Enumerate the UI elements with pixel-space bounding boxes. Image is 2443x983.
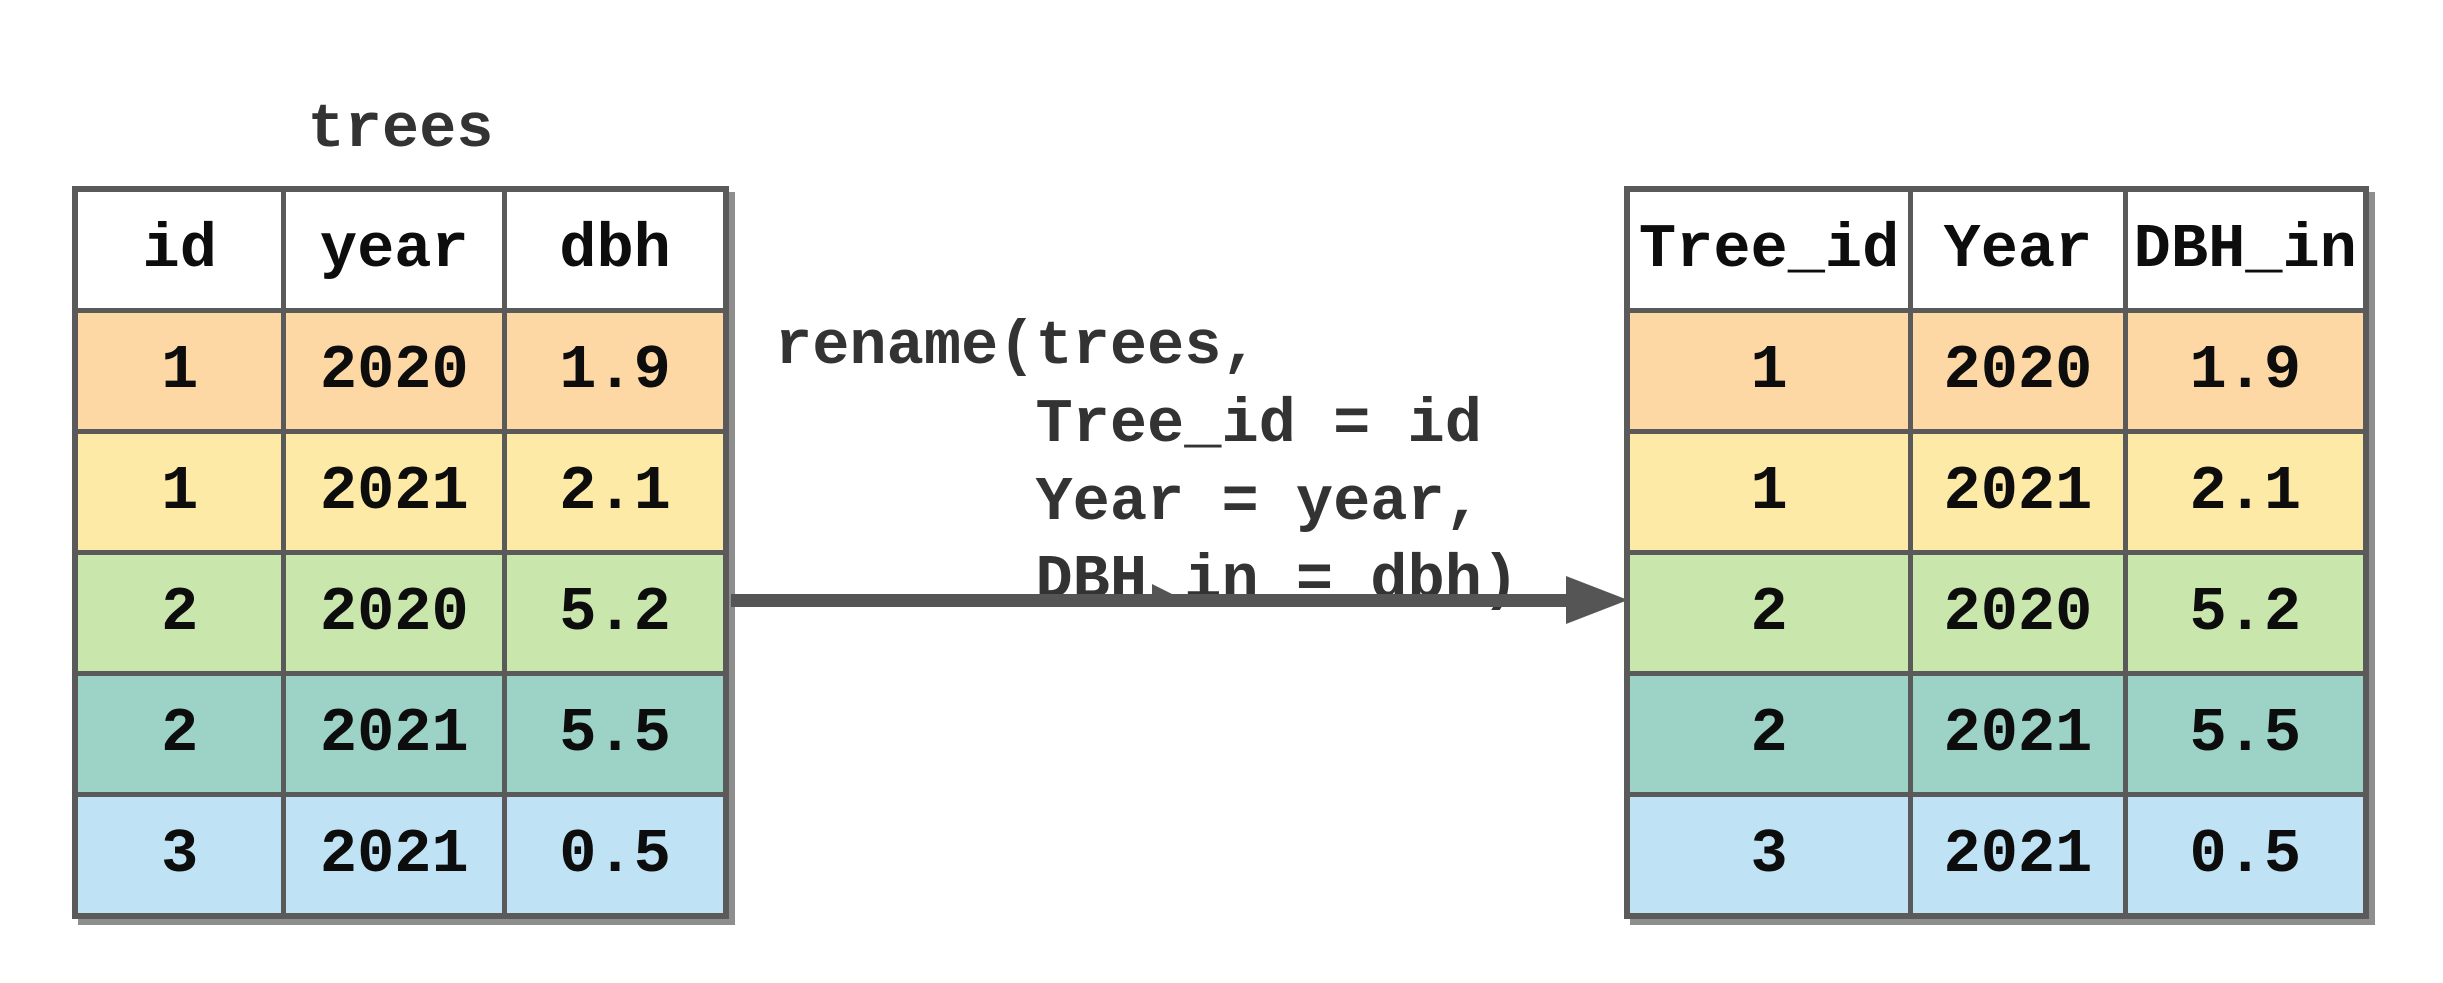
table-cell: 2020 bbox=[281, 550, 508, 676]
column-header: DBH_in bbox=[2122, 186, 2369, 313]
table-cell: 1.9 bbox=[2122, 308, 2369, 434]
table-cell: 0.5 bbox=[502, 792, 729, 919]
table-cell: 1 bbox=[72, 429, 287, 555]
table-cell: 2021 bbox=[1908, 429, 2128, 555]
table-cell: 3 bbox=[1624, 792, 1914, 919]
column-header: Year bbox=[1908, 186, 2128, 313]
table-cell: 0.5 bbox=[2122, 792, 2369, 919]
table-cell: 2021 bbox=[281, 792, 508, 919]
table-cell: 2021 bbox=[1908, 792, 2128, 919]
column-header: year bbox=[281, 186, 508, 313]
table-cell: 2 bbox=[72, 671, 287, 797]
table-cell: 1 bbox=[72, 308, 287, 434]
table-cell: 2 bbox=[1624, 550, 1914, 676]
table-cell: 5.2 bbox=[2122, 550, 2369, 676]
column-header: id bbox=[72, 186, 287, 313]
table-cell: 2021 bbox=[281, 429, 508, 555]
table-cell: 2 bbox=[72, 550, 287, 676]
table-cell: 2021 bbox=[281, 671, 508, 797]
table-cell: 2020 bbox=[1908, 550, 2128, 676]
table-cell: 2021 bbox=[1908, 671, 2128, 797]
left-table-title: trees bbox=[307, 94, 494, 165]
small-arrowhead-icon bbox=[1152, 584, 1172, 604]
table-cell: 1 bbox=[1624, 308, 1914, 434]
table-cell: 5.2 bbox=[502, 550, 729, 676]
column-header: Tree_id bbox=[1624, 186, 1914, 313]
arrow-head-icon bbox=[1566, 576, 1628, 624]
table-cell: 2 bbox=[1624, 671, 1914, 797]
rename-code-annotation: rename(trees, Tree_id = id Year = year, … bbox=[775, 311, 1520, 616]
table-cell: 3 bbox=[72, 792, 287, 919]
table-cell: 5.5 bbox=[2122, 671, 2369, 797]
table-cell: 2020 bbox=[281, 308, 508, 434]
table-cell: 2.1 bbox=[2122, 429, 2369, 555]
table-cell: 1.9 bbox=[502, 308, 729, 434]
table-cell: 2020 bbox=[1908, 308, 2128, 434]
table-cell: 2.1 bbox=[502, 429, 729, 555]
table-cell: 1 bbox=[1624, 429, 1914, 555]
table-cell: 5.5 bbox=[502, 671, 729, 797]
column-header: dbh bbox=[502, 186, 729, 313]
